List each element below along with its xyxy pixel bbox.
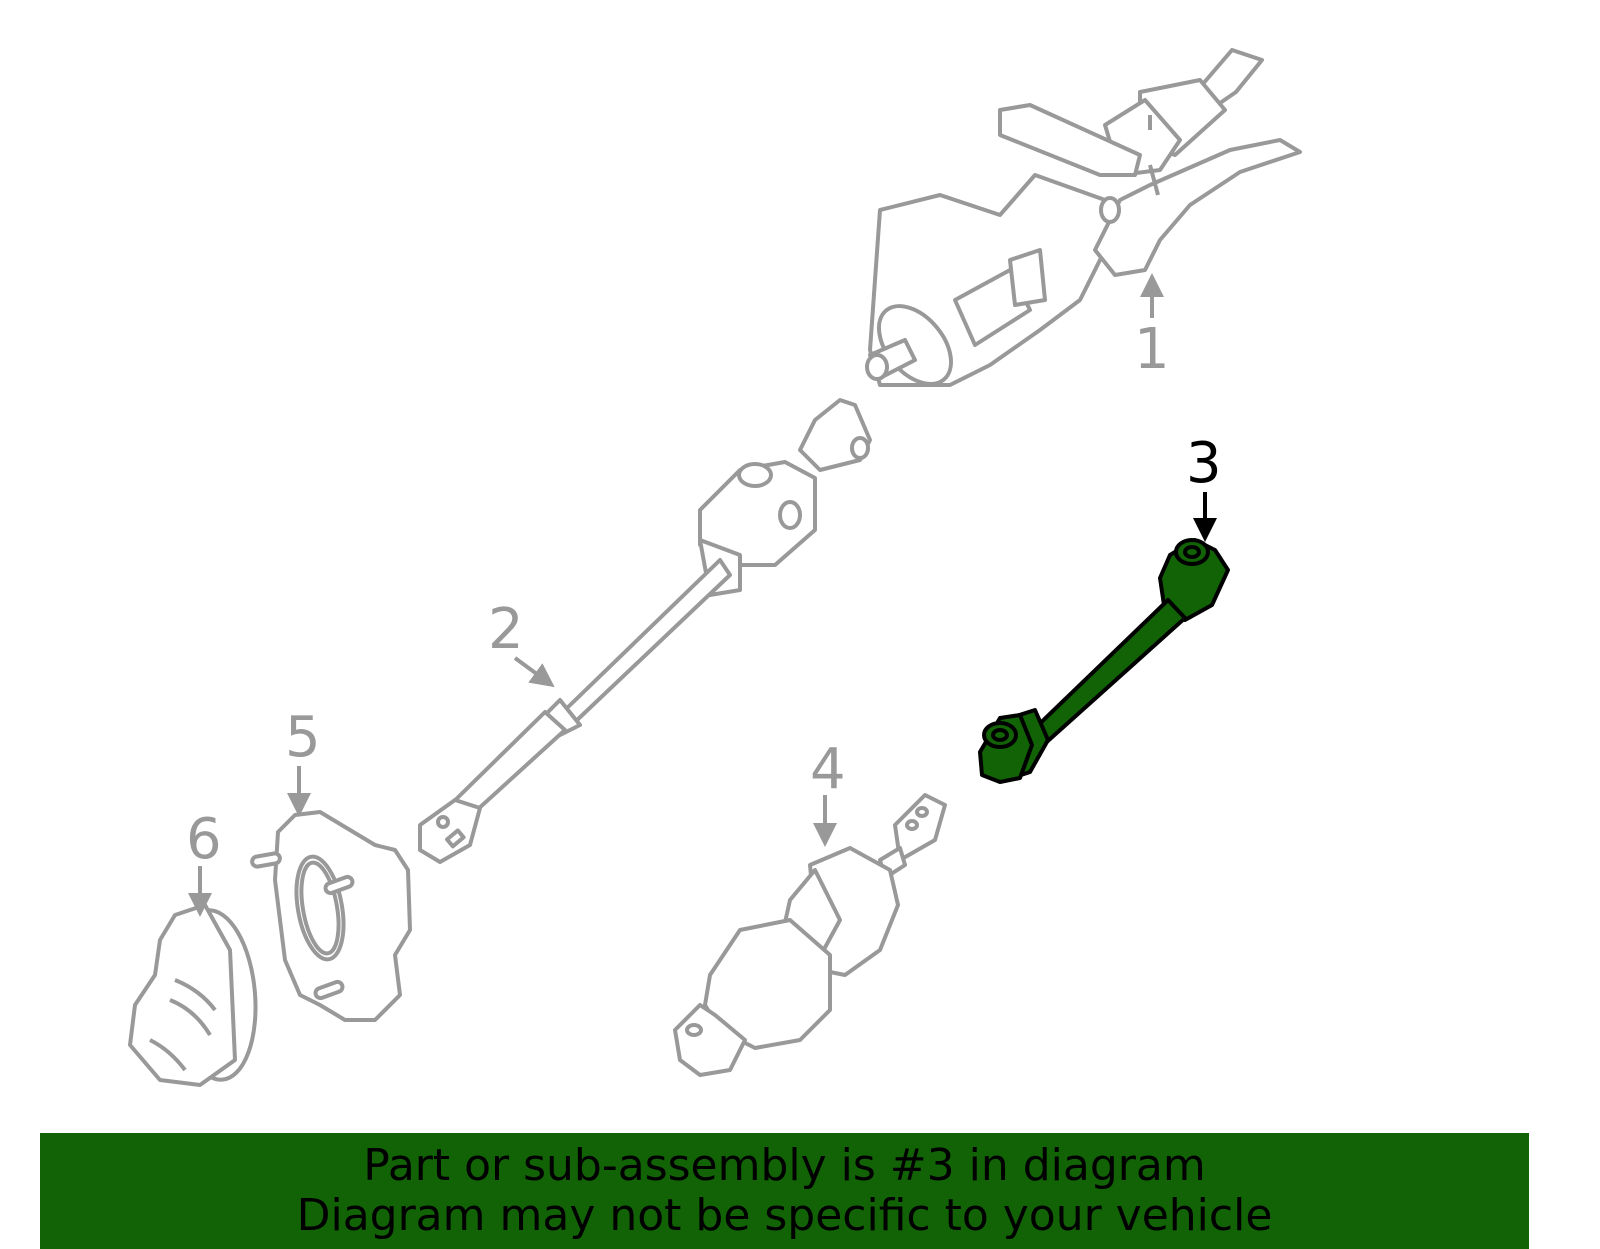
- callout-2-label: 2: [488, 597, 524, 662]
- callout-6-label: 6: [186, 807, 222, 872]
- part-4-coupler[interactable]: [673, 793, 947, 1077]
- part-6-boot[interactable]: [128, 903, 262, 1087]
- callout-2-arrow: [513, 656, 555, 688]
- callout-4-label: 4: [810, 737, 846, 802]
- callout-1-label: 1: [1134, 317, 1170, 382]
- part-5-seal-plate[interactable]: [250, 810, 412, 1022]
- part-2-intermediate-shaft[interactable]: [418, 398, 872, 864]
- part-1-steering-column[interactable]: [865, 48, 1302, 397]
- callout-5-label: 5: [285, 705, 321, 770]
- info-banner: Part or sub-assembly is #3 in diagram Di…: [40, 1133, 1529, 1249]
- banner-line-part-number: Part or sub-assembly is #3 in diagram: [363, 1140, 1206, 1191]
- part-3-lower-intermediate-shaft[interactable]: [978, 538, 1230, 784]
- callout-3-label: 3: [1186, 431, 1222, 496]
- parts-diagram: [128, 48, 1302, 1087]
- banner-line-disclaimer: Diagram may not be specific to your vehi…: [296, 1190, 1273, 1241]
